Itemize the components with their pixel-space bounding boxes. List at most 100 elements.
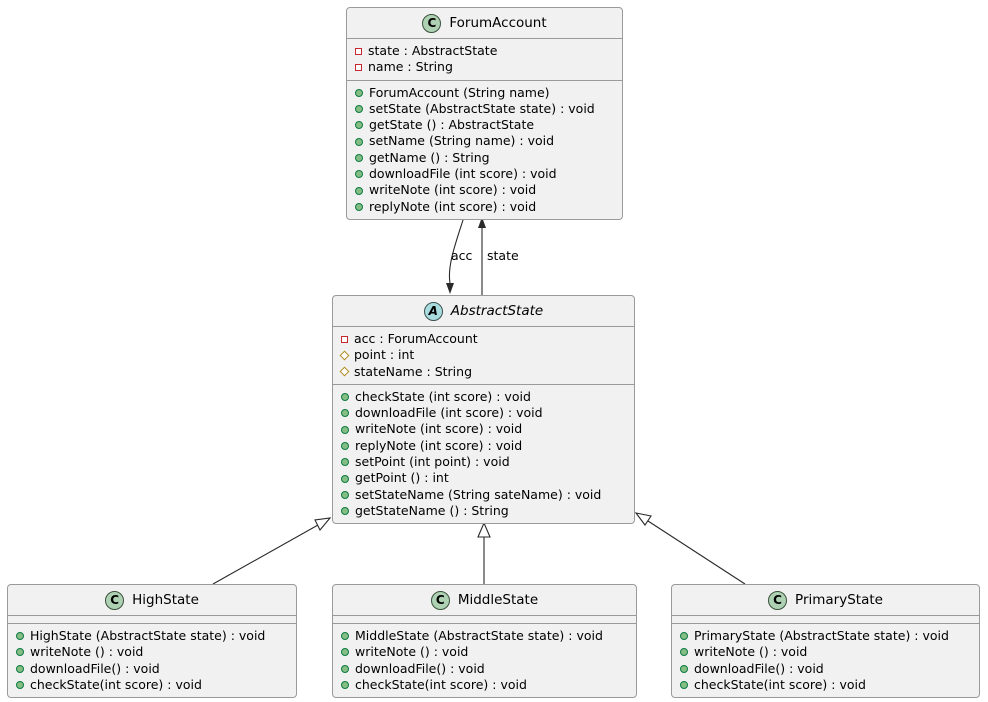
public-method-icon (341, 507, 349, 516)
class-box-abstractstate: A AbstractState acc : ForumAccount point… (332, 295, 635, 525)
method-row: getName () : String (355, 150, 614, 166)
public-method-icon (355, 105, 363, 114)
method-text: writeNote () : void (30, 644, 144, 660)
private-field-icon (355, 47, 362, 55)
edge-label-state: state (487, 248, 519, 263)
method-text: downloadFile() : void (355, 660, 485, 676)
method-row: downloadFile (int score) : void (355, 166, 614, 182)
method-row: getPoint () : int (341, 470, 626, 486)
public-method-icon (341, 409, 349, 418)
class-box-primarystate: C PrimaryState PrimaryState (AbstractSta… (671, 584, 980, 699)
field-row: acc : ForumAccount (341, 331, 626, 347)
public-method-icon (16, 632, 24, 641)
public-method-icon (341, 458, 349, 467)
fields-compartment: acc : ForumAccount point : int stateName… (333, 326, 634, 384)
field-row: state : AbstractState (355, 43, 614, 59)
generalization-primarystate-edge (647, 520, 746, 585)
method-row: downloadFile() : void (341, 661, 628, 677)
fields-compartment: state : AbstractState name : String (347, 38, 622, 80)
class-box-forumaccount: C ForumAccount state : AbstractState nam… (346, 7, 623, 220)
method-row: setName (String name) : void (355, 133, 614, 149)
class-stereotype-icon: C (768, 590, 788, 610)
method-row: setState (AbstractState state) : void (355, 101, 614, 117)
method-row: checkState (int score) : void (341, 389, 626, 405)
class-title: HighState (132, 592, 199, 608)
method-text: setStateName (String sateName) : void (355, 486, 602, 502)
field-text: state : AbstractState (368, 43, 498, 58)
method-row: writeNote (int score) : void (355, 182, 614, 198)
public-method-icon (355, 137, 363, 146)
field-text: acc : ForumAccount (354, 331, 478, 346)
public-method-icon (16, 664, 24, 673)
public-method-icon (355, 202, 363, 211)
method-text: getState () : AbstractState (369, 117, 535, 133)
method-row: checkState(int score) : void (680, 677, 971, 693)
method-row: downloadFile() : void (680, 661, 971, 677)
field-text: point : int (354, 347, 415, 363)
method-row: writeNote (int score) : void (341, 421, 626, 437)
class-title: MiddleState (457, 592, 539, 608)
method-text: HighState (AbstractState state) : void (30, 628, 266, 643)
method-row: ForumAccount (String name) (355, 85, 614, 101)
class-header: C MiddleState (333, 585, 636, 615)
method-row: setPoint (int point) : void (341, 454, 626, 470)
field-text: stateName : String (354, 363, 473, 379)
method-text: MiddleState (AbstractState state) : void (355, 628, 603, 643)
class-stereotype-icon: C (422, 13, 442, 33)
field-row: name : String (355, 59, 614, 75)
methods-compartment: PrimaryState (AbstractState state) : voi… (672, 623, 979, 697)
public-method-icon (355, 121, 363, 130)
methods-compartment: ForumAccount (String name) setState (Abs… (347, 79, 622, 219)
protected-field-icon (339, 366, 350, 377)
public-method-icon (341, 681, 349, 690)
association-state-arrowhead (478, 217, 486, 228)
public-method-icon (16, 681, 24, 690)
public-method-icon (680, 648, 688, 657)
public-method-icon (355, 153, 363, 162)
public-method-icon (355, 88, 363, 97)
public-method-icon (680, 681, 688, 690)
method-row: writeNote () : void (341, 644, 628, 660)
public-method-icon (341, 474, 349, 483)
generalization-middlestate-arrowhead (477, 521, 491, 538)
public-method-icon (341, 393, 349, 402)
private-field-icon (341, 335, 348, 343)
method-row: checkState(int score) : void (16, 677, 288, 693)
method-row: writeNote () : void (16, 644, 288, 660)
method-text: writeNote (int score) : void (369, 182, 537, 198)
method-text: replyNote (int score) : void (355, 437, 523, 453)
methods-compartment: checkState (int score) : void downloadFi… (333, 383, 634, 523)
method-text: setPoint (int point) : void (355, 454, 510, 470)
public-method-icon (341, 632, 349, 641)
method-text: downloadFile (int score) : void (355, 405, 543, 421)
public-method-icon (680, 664, 688, 673)
method-row: downloadFile() : void (16, 661, 288, 677)
class-stereotype-icon: C (430, 590, 450, 610)
method-row: getState () : AbstractState (355, 117, 614, 133)
private-field-icon (355, 63, 362, 71)
public-method-icon (355, 170, 363, 179)
field-text: name : String (368, 59, 453, 75)
method-row: downloadFile (int score) : void (341, 405, 626, 421)
field-row: point : int (339, 347, 626, 363)
method-text: downloadFile() : void (694, 660, 824, 676)
method-text: replyNote (int score) : void (369, 198, 537, 214)
method-row: setStateName (String sateName) : void (341, 487, 626, 503)
method-text: checkState(int score) : void (355, 676, 527, 692)
class-stereotype-icon: C (105, 590, 125, 610)
association-acc-arrowhead (446, 283, 454, 294)
public-method-icon (341, 441, 349, 450)
public-method-icon (341, 664, 349, 673)
method-text: setName (String name) : void (369, 133, 555, 149)
fields-compartment (8, 615, 296, 623)
method-text: getPoint () : int (355, 470, 449, 486)
protected-field-icon (339, 350, 350, 361)
public-method-icon (355, 186, 363, 195)
method-row: HighState (AbstractState state) : void (16, 628, 288, 644)
class-title: ForumAccount (449, 15, 547, 31)
method-row: writeNote () : void (680, 644, 971, 660)
method-text: downloadFile (int score) : void (369, 166, 557, 182)
method-row: MiddleState (AbstractState state) : void (341, 628, 628, 644)
